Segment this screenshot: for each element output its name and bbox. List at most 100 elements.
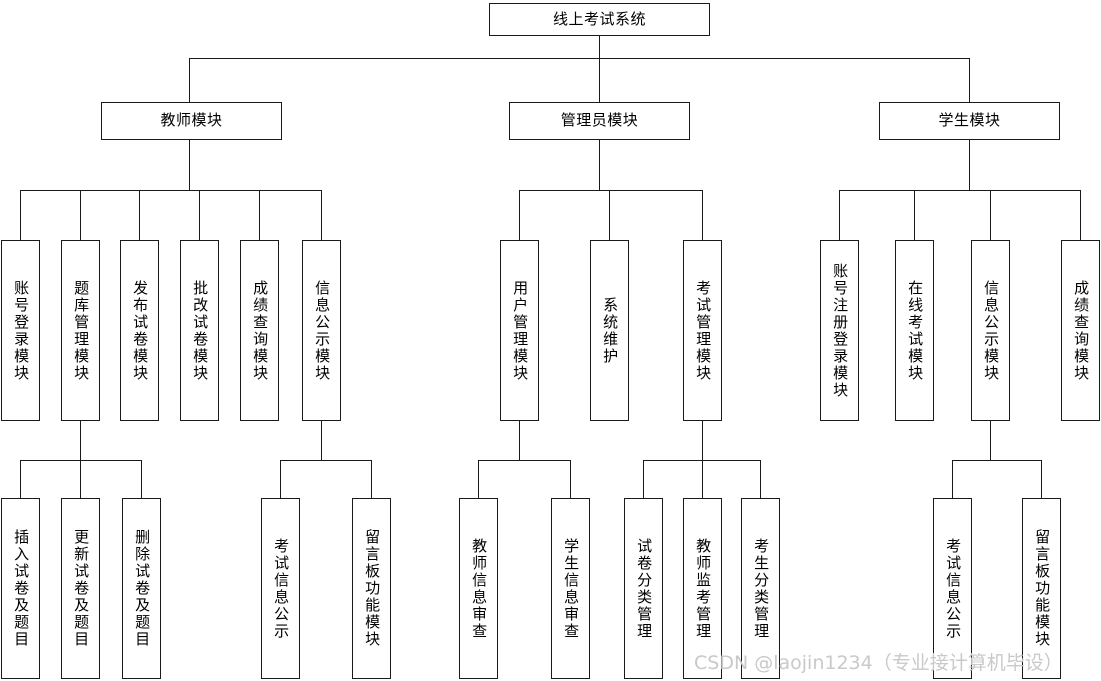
node-student-exam-info-publish-label: 考试信息公示 <box>944 537 963 640</box>
node-student-info-publish-module[interactable]: 信息公示模块 <box>971 240 1010 421</box>
node-teacher-info-publish-module[interactable]: 信息公示模块 <box>302 240 341 421</box>
node-grade-paper-module[interactable]: 批改试卷模块 <box>180 240 219 421</box>
connector-student-bus <box>839 190 1080 192</box>
connector-s3-bus <box>952 460 1042 462</box>
node-root-label: 线上考试系统 <box>552 9 646 28</box>
connector-drop-t2 <box>80 190 82 240</box>
node-account-login-module[interactable]: 账号登录模块 <box>1 240 40 421</box>
connector-drop-t5 <box>259 190 261 240</box>
node-question-bank-management-module-label: 题库管理模块 <box>72 279 91 382</box>
connector-drop-a1 <box>519 190 521 240</box>
node-delete-paper-question[interactable]: 删除试卷及题目 <box>122 498 161 679</box>
node-account-login-module-label: 账号登录模块 <box>12 279 31 382</box>
connector-drop-a3b <box>702 460 704 498</box>
connector-s3-stem <box>990 420 992 461</box>
node-student-message-board-module[interactable]: 留言板功能模块 <box>1022 498 1061 679</box>
connector-t6-bus <box>280 460 372 462</box>
connector-drop-s3b <box>1041 460 1043 498</box>
node-account-register-login-module[interactable]: 账号注册登录模块 <box>820 240 859 421</box>
connector-drop-s2 <box>914 190 916 240</box>
node-insert-paper-question-label: 插入试卷及题目 <box>12 529 31 648</box>
connector-drop-a1b <box>570 460 572 498</box>
connector-drop-student <box>969 58 971 102</box>
node-delete-paper-question-label: 删除试卷及题目 <box>133 529 152 648</box>
node-teacher-message-board-module[interactable]: 留言板功能模块 <box>352 498 391 679</box>
connector-t2-stem <box>80 420 82 461</box>
node-examinee-category-management-label: 考生分类管理 <box>752 537 771 640</box>
node-examinee-category-management[interactable]: 考生分类管理 <box>741 498 780 679</box>
node-teacher-score-query-module-label: 成绩查询模块 <box>251 279 270 382</box>
node-teacher-invigilation-management-label: 教师监考管理 <box>694 537 713 640</box>
connector-drop-s4 <box>1080 190 1082 240</box>
node-insert-paper-question[interactable]: 插入试卷及题目 <box>1 498 40 679</box>
connector-teacher-stem <box>189 139 191 191</box>
node-student-module[interactable]: 学生模块 <box>879 102 1060 140</box>
connector-drop-t3 <box>139 190 141 240</box>
node-student-info-audit[interactable]: 学生信息审查 <box>551 498 590 679</box>
connector-drop-t2a <box>20 460 22 498</box>
connector-admin-bus <box>519 190 703 192</box>
connector-drop-a3 <box>702 190 704 240</box>
node-update-paper-question[interactable]: 更新试卷及题目 <box>61 498 100 679</box>
connector-drop-t2b <box>80 460 82 498</box>
node-update-paper-question-label: 更新试卷及题目 <box>72 529 91 648</box>
connector-teacher-bus <box>20 190 322 192</box>
connector-drop-a3a <box>643 460 645 498</box>
node-exam-management-module-label: 考试管理模块 <box>694 279 713 382</box>
connector-drop-a1a <box>478 460 480 498</box>
node-publish-paper-module-label: 发布试卷模块 <box>131 279 150 382</box>
connector-drop-t6b <box>371 460 373 498</box>
connector-drop-t1 <box>20 190 22 240</box>
node-question-bank-management-module[interactable]: 题库管理模块 <box>61 240 100 421</box>
node-student-exam-info-publish[interactable]: 考试信息公示 <box>933 498 972 679</box>
node-publish-paper-module[interactable]: 发布试卷模块 <box>120 240 159 421</box>
connector-drop-admin <box>599 58 601 102</box>
node-student-score-query-module-label: 成绩查询模块 <box>1072 279 1091 382</box>
connector-drop-t6a <box>280 460 282 498</box>
node-root[interactable]: 线上考试系统 <box>489 3 710 36</box>
node-teacher-exam-info-publish-label: 考试信息公示 <box>272 537 291 640</box>
connector-drop-s3a <box>952 460 954 498</box>
connector-drop-s3 <box>990 190 992 240</box>
node-system-maintenance-label: 系统维护 <box>601 296 620 365</box>
node-account-register-login-module-label: 账号注册登录模块 <box>831 262 850 399</box>
node-user-management-module[interactable]: 用户管理模块 <box>500 240 539 421</box>
connector-drop-teacher <box>189 58 191 102</box>
connector-student-stem <box>969 139 971 191</box>
node-user-management-module-label: 用户管理模块 <box>511 279 530 382</box>
connector-drop-t6 <box>321 190 323 240</box>
node-teacher-exam-info-publish[interactable]: 考试信息公示 <box>261 498 300 679</box>
connector-drop-s1 <box>839 190 841 240</box>
node-teacher-info-publish-module-label: 信息公示模块 <box>313 279 332 382</box>
node-student-module-label: 学生模块 <box>938 111 1001 130</box>
node-admin-module-label: 管理员模块 <box>560 111 639 130</box>
connector-a1-bus <box>478 460 571 462</box>
connector-drop-t4 <box>199 190 201 240</box>
connector-drop-t2c <box>141 460 143 498</box>
node-teacher-invigilation-management[interactable]: 教师监考管理 <box>683 498 722 679</box>
node-grade-paper-module-label: 批改试卷模块 <box>191 279 210 382</box>
connector-level2-bus <box>189 58 970 60</box>
node-exam-management-module[interactable]: 考试管理模块 <box>683 240 722 421</box>
connector-a3-stem <box>702 420 704 461</box>
connector-admin-stem <box>599 139 601 191</box>
node-teacher-module-label: 教师模块 <box>160 111 223 130</box>
node-student-info-publish-module-label: 信息公示模块 <box>982 279 1001 382</box>
node-paper-category-management[interactable]: 试卷分类管理 <box>624 498 663 679</box>
node-system-maintenance[interactable]: 系统维护 <box>590 240 629 421</box>
node-teacher-info-audit[interactable]: 教师信息审查 <box>459 498 498 679</box>
connector-root-stem <box>599 35 601 59</box>
node-teacher-module[interactable]: 教师模块 <box>101 102 282 140</box>
node-teacher-score-query-module[interactable]: 成绩查询模块 <box>240 240 279 421</box>
connector-a1-stem <box>519 420 521 461</box>
node-teacher-message-board-module-label: 留言板功能模块 <box>363 529 382 648</box>
node-online-exam-module-label: 在线考试模块 <box>906 279 925 382</box>
connector-drop-a3c <box>760 460 762 498</box>
node-admin-module[interactable]: 管理员模块 <box>509 102 690 140</box>
node-student-score-query-module[interactable]: 成绩查询模块 <box>1061 240 1100 421</box>
node-paper-category-management-label: 试卷分类管理 <box>635 537 654 640</box>
connector-t6-stem <box>321 420 323 461</box>
node-online-exam-module[interactable]: 在线考试模块 <box>895 240 934 421</box>
node-teacher-info-audit-label: 教师信息审查 <box>470 537 489 640</box>
